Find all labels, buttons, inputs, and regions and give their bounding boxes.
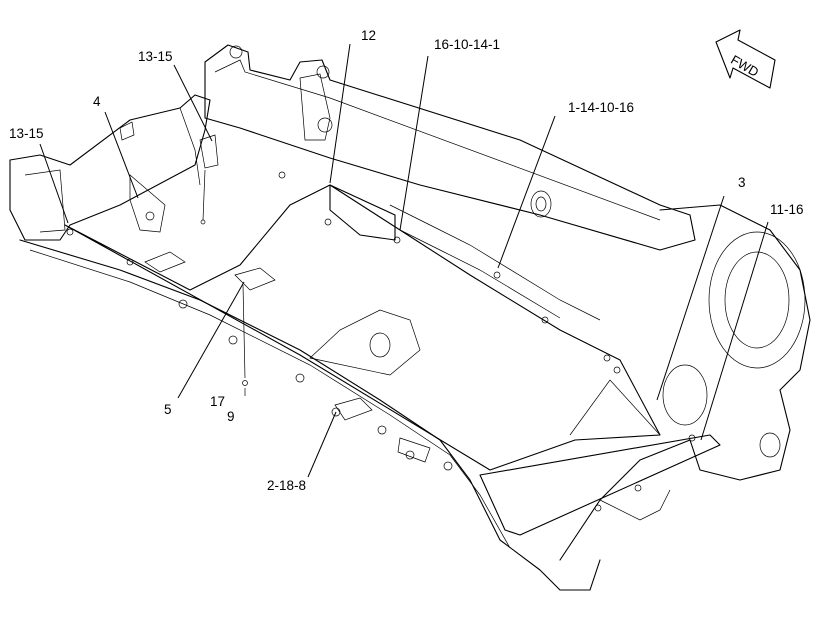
callout-3: 3 [738,175,746,190]
callout-4: 4 [93,94,101,109]
callout-13-15-left: 13-15 [9,126,44,141]
callout-9: 9 [227,409,235,424]
callout-5: 5 [164,402,172,417]
callout-17: 17 [210,394,225,409]
fwd-label: FWD [728,52,761,80]
callout-2-18-8: 2-18-8 [267,478,306,493]
callout-13-15-top: 13-15 [138,49,173,64]
callout-1-14-10-16: 1-14-10-16 [568,100,634,115]
callout-16-10-14-1: 16-10-14-1 [434,37,500,52]
callout-12: 12 [361,28,376,43]
frame-drawing [9,44,811,591]
leader-lines [39,43,769,478]
callout-labels: 13-15 4 13-15 12 16-10-14-1 1-14-10-16 3… [9,28,804,493]
fastener-set [66,121,696,512]
callout-11-16: 11-16 [770,202,804,217]
forward-arrow-icon: FWD [715,29,776,89]
